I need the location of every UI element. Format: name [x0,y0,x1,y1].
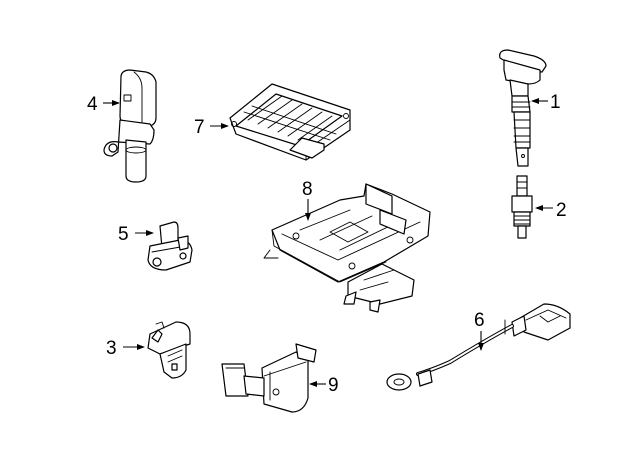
callout-label-7: 7 [194,117,205,138]
relay-bracket-icon[interactable] [221,343,317,413]
callout-label-6: 6 [474,310,485,331]
crankshaft-sensor-icon[interactable] [147,221,193,271]
ecm-module-icon[interactable] [229,83,351,161]
map-sensor-icon[interactable] [147,321,191,379]
callout-label-1: 1 [550,92,561,113]
knock-sensor-icon[interactable] [386,303,571,391]
callout-7: 7 [194,117,229,138]
callout-6: 6 [474,310,485,351]
callout-8: 8 [302,179,313,221]
ecm-bracket-icon[interactable] [263,183,431,313]
callout-5: 5 [118,224,154,245]
callout-4: 4 [87,94,120,115]
ignition-coil-icon[interactable] [499,49,547,167]
spark-plug-icon[interactable] [511,175,533,239]
callout-label-5: 5 [118,224,129,245]
callout-3: 3 [106,338,145,359]
callout-2: 2 [535,200,567,221]
callout-label-8: 8 [302,179,313,200]
callout-label-4: 4 [87,94,98,115]
callout-label-9: 9 [328,375,339,396]
callout-1: 1 [531,92,561,113]
callout-label-3: 3 [106,338,117,359]
callout-9: 9 [309,375,339,396]
camshaft-sensor-icon[interactable] [103,69,157,183]
callout-label-2: 2 [556,200,567,221]
